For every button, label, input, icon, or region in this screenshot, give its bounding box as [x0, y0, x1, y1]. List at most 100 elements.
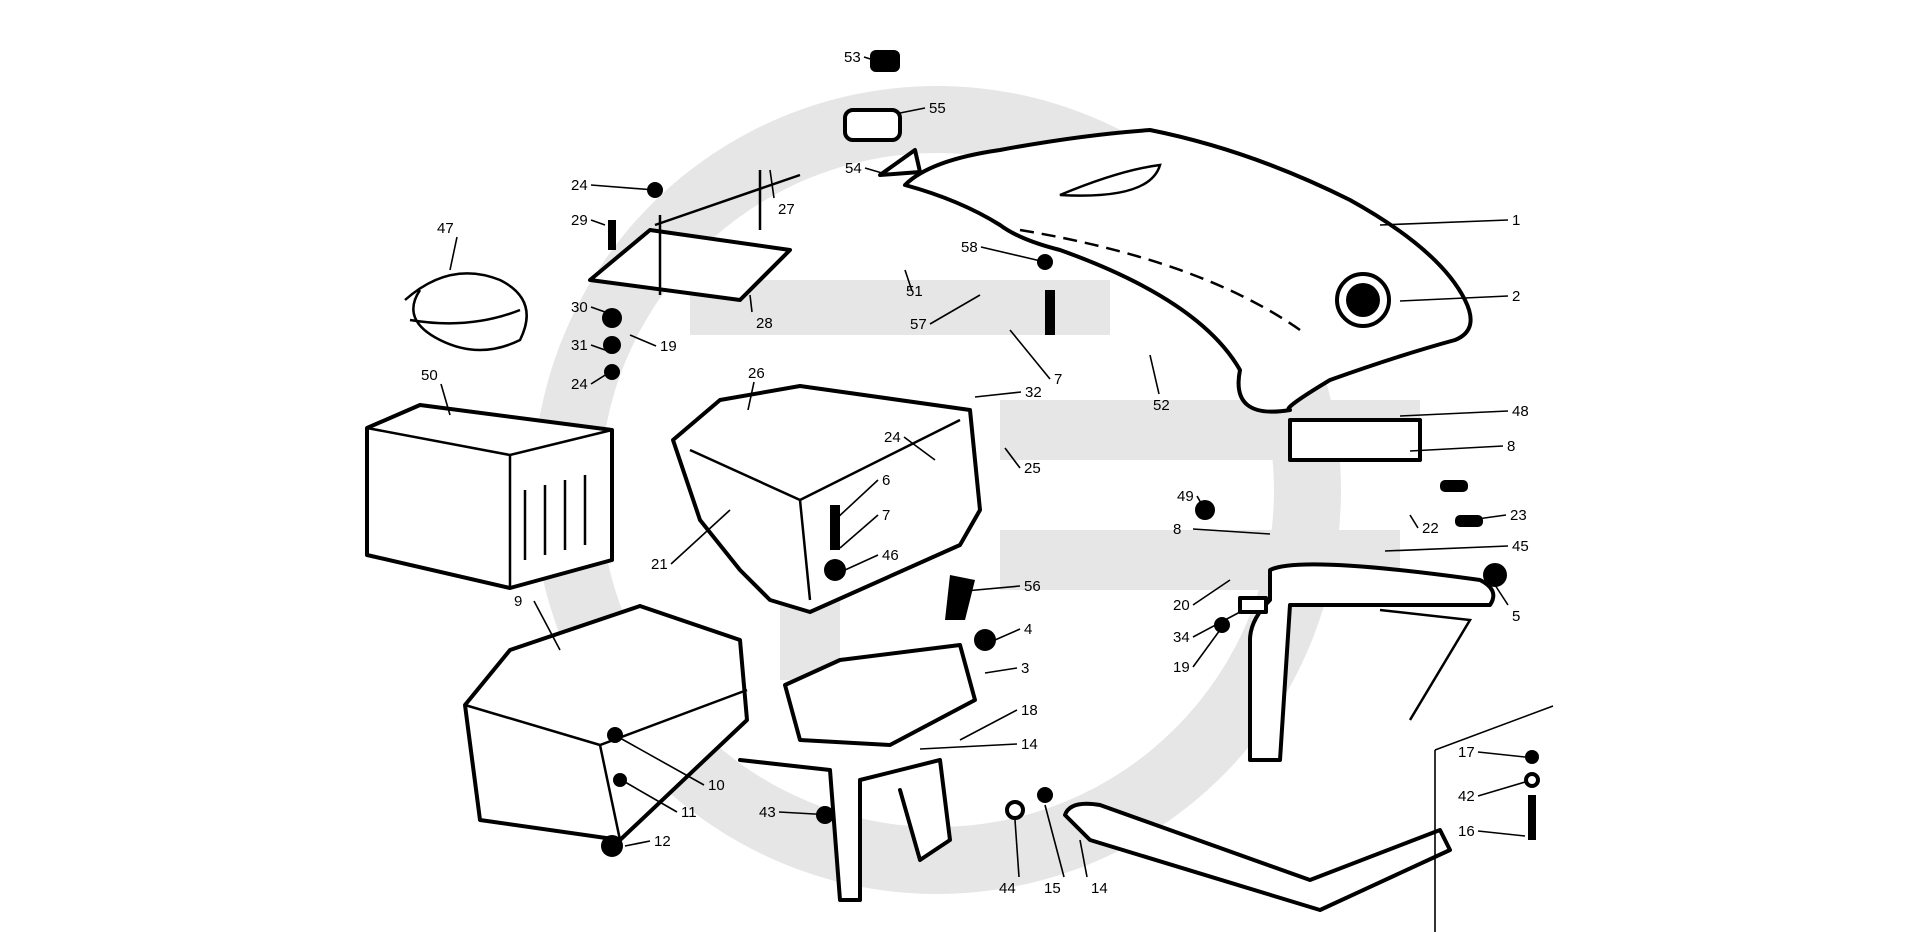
hood-emblem — [1335, 272, 1391, 328]
part-number-label: 44 — [999, 880, 1016, 897]
part-number-label: 8 — [1173, 521, 1181, 538]
part-number-label: 28 — [756, 315, 773, 332]
part-number-label: 11 — [681, 804, 697, 821]
part-number-label: 25 — [1024, 460, 1041, 477]
battery-part — [365, 403, 614, 590]
leader-line — [980, 246, 1046, 263]
leader-line — [1044, 804, 1065, 878]
leader-line — [1469, 514, 1507, 521]
part-number-label: 30 — [571, 299, 588, 316]
part-number-label: 50 — [421, 367, 438, 384]
part-number-label: 24 — [884, 429, 901, 446]
part-number-label: 29 — [571, 212, 588, 229]
battery-box — [463, 604, 749, 842]
part-number-label: 34 — [1173, 629, 1190, 646]
leader-line — [778, 811, 833, 816]
part-number-label: 45 — [1512, 538, 1529, 555]
part-number-label: 19 — [1173, 659, 1190, 676]
leader-line — [1477, 781, 1526, 797]
part-number-label: 43 — [759, 804, 776, 821]
part-number-label: 52 — [1153, 397, 1170, 414]
part-number-label: 24 — [571, 177, 588, 194]
leader-line — [1409, 514, 1419, 529]
part-number-label: 16 — [1458, 823, 1475, 840]
part-number-label: 23 — [1510, 507, 1527, 524]
part-number-label: 42 — [1458, 788, 1475, 805]
leader-line — [903, 436, 936, 461]
part-number-label: 47 — [437, 220, 454, 237]
leader-line — [864, 167, 883, 174]
leader-line — [619, 737, 705, 786]
leader-line — [964, 585, 1021, 592]
leader-line — [1149, 354, 1160, 395]
leader-line — [747, 381, 755, 411]
leader-line — [1192, 579, 1231, 606]
part-number-label: 51 — [906, 283, 923, 300]
leader-line — [919, 743, 1018, 750]
wiring-harness — [404, 272, 528, 352]
part-number-label: 48 — [1512, 403, 1529, 420]
leader-line — [590, 371, 611, 385]
leader-line — [994, 628, 1021, 641]
leader-line — [959, 709, 1018, 741]
leader-line — [590, 306, 606, 313]
leader-line — [590, 184, 656, 191]
part-number-label: 3 — [1021, 660, 1029, 677]
part-number-label: 7 — [1054, 371, 1062, 388]
leader-line — [1477, 830, 1526, 837]
part-number-label: 6 — [882, 472, 890, 489]
part-number-label: 32 — [1025, 384, 1042, 401]
leader-line — [1192, 611, 1241, 638]
leader-line — [834, 479, 879, 521]
leader-line — [1004, 447, 1021, 469]
part-number-label: 14 — [1091, 880, 1108, 897]
leader-line — [1379, 219, 1509, 226]
leader-line — [984, 667, 1018, 674]
leader-line — [590, 219, 606, 226]
part-number-label: 56 — [1024, 578, 1041, 595]
leader-line — [904, 269, 913, 292]
leader-line — [1009, 329, 1051, 380]
part-number-label: 20 — [1173, 597, 1190, 614]
part-number-label: 53 — [844, 49, 861, 66]
divider-lines — [1434, 705, 1554, 932]
part-number-label: 21 — [651, 556, 668, 573]
leader-line — [839, 514, 879, 549]
leader-line — [670, 509, 731, 565]
leader-line — [590, 344, 606, 351]
leader-line — [863, 56, 881, 63]
part-number-label: 19 — [660, 338, 677, 355]
part-number-label: 1 — [1512, 212, 1520, 229]
leader-line — [1192, 629, 1221, 668]
leader-line — [1014, 819, 1020, 878]
leader-line — [1399, 295, 1509, 302]
leader-line — [974, 391, 1022, 398]
part-number-label: 24 — [571, 376, 588, 393]
leader-line — [929, 294, 981, 325]
part-number-label: 54 — [845, 160, 862, 177]
part-number-label: 31 — [571, 337, 588, 354]
part-number-label: 4 — [1024, 621, 1032, 638]
front-frame — [1063, 562, 1496, 912]
leader-line — [449, 236, 458, 271]
leader-line — [1384, 545, 1509, 552]
part-number-label: 14 — [1021, 736, 1038, 753]
part-number-label: 5 — [1512, 608, 1520, 625]
leader-line — [440, 383, 451, 416]
part-number-label: 7 — [882, 507, 890, 524]
leader-line — [1409, 445, 1504, 452]
hood-part — [903, 128, 1473, 414]
part-number-label: 22 — [1422, 520, 1439, 537]
leader-line — [1196, 495, 1206, 511]
part-number-label: 49 — [1177, 488, 1194, 505]
leader-line — [749, 294, 753, 313]
leader-line — [1399, 410, 1509, 417]
battery-clamp — [588, 170, 801, 302]
leader-line — [844, 554, 879, 571]
leader-line — [1477, 751, 1526, 758]
part-number-label: 55 — [929, 100, 946, 117]
leader-line — [629, 334, 657, 347]
leader-line — [769, 169, 775, 199]
part-number-label: 27 — [778, 201, 795, 218]
